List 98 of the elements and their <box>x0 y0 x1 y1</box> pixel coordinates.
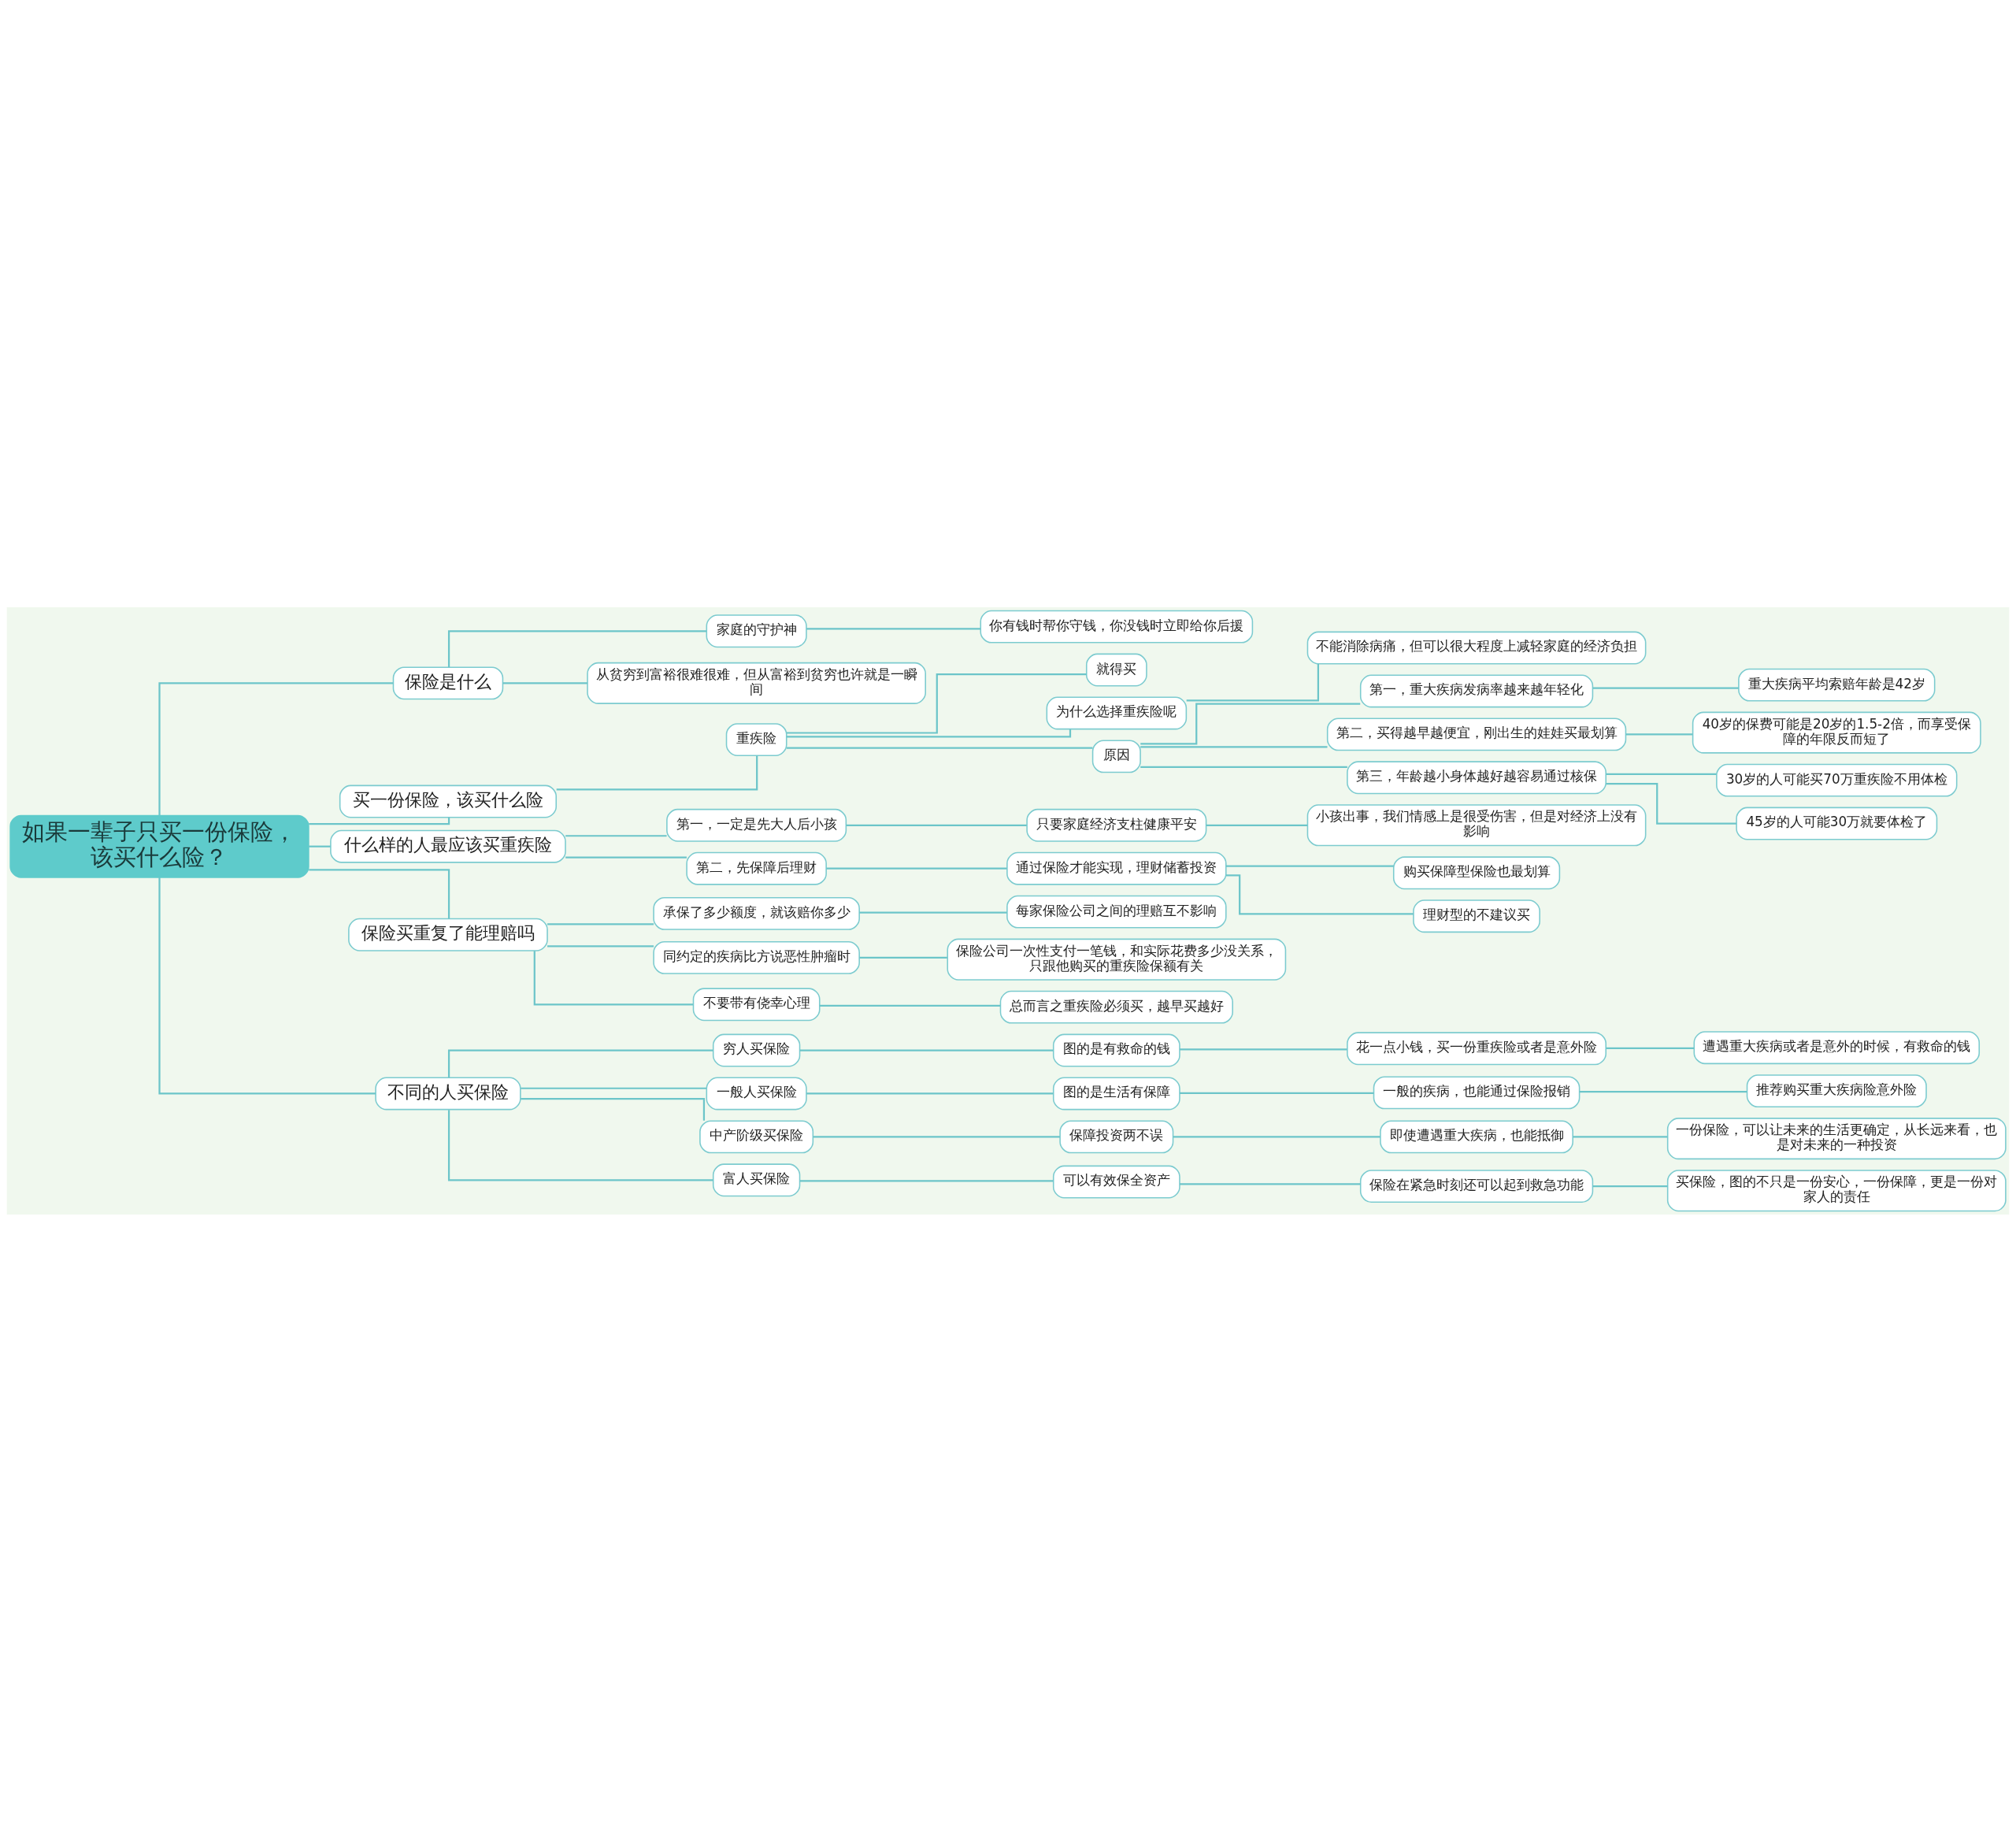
node-box: 保险买重复了能理赔吗 <box>348 918 548 951</box>
node-box: 保障投资两不误 <box>1059 1119 1174 1153</box>
node-box: 可以有效保全资产 <box>1052 1165 1180 1198</box>
connector <box>533 950 694 1005</box>
node-box: 重疾险 <box>725 722 788 756</box>
node-box: 只要家庭经济支柱健康平安 <box>1026 808 1207 842</box>
node-box: 第二，买得越早越便宜，刚出生的娃娃买最划算 <box>1326 717 1627 751</box>
node-box: 从贫穷到富裕很难很难，但从富裕到贫穷也许就是一瞬间 <box>587 662 926 704</box>
node-box: 如果一辈子只买一份保险，该买什么险？ <box>9 814 309 878</box>
connector <box>502 681 587 684</box>
connector <box>158 877 376 1095</box>
node-box: 不要带有侥幸心理 <box>692 987 821 1021</box>
node-box: 第一，重大疾病发病率越来越年轻化 <box>1359 674 1594 707</box>
node-box: 第三，年龄越小身体越好越容易通过核保 <box>1347 760 1606 794</box>
node-box: 小孩出事，我们情感上是很受伤害，但是对经济上没有影响 <box>1306 803 1647 846</box>
node-box: 45岁的人可能30万就要体检了 <box>1736 807 1938 840</box>
connector <box>447 629 706 667</box>
node-box: 穷人买保险 <box>712 1033 801 1066</box>
connector <box>1140 702 1361 744</box>
node-box: 40岁的保费可能是20岁的1.5-2倍，而享受保障的年限反而短了 <box>1692 711 1981 754</box>
connector <box>813 1135 1060 1137</box>
node-box: 什么样的人最应该买重疾险 <box>330 829 566 863</box>
node-box: 富人买保险 <box>712 1163 801 1196</box>
connector <box>859 911 1007 914</box>
node-box: 承保了多少额度，就该赔你多少 <box>653 896 860 930</box>
connector <box>1625 732 1693 735</box>
connector <box>447 1048 713 1077</box>
connector <box>1140 745 1328 748</box>
node-box: 图的是生活有保障 <box>1052 1077 1180 1110</box>
connector <box>547 944 654 947</box>
connector <box>565 834 667 836</box>
connector <box>1180 1048 1347 1051</box>
node-box: 图的是有救命的钱 <box>1052 1033 1180 1066</box>
node-box: 买一份保险，该买什么险 <box>339 784 557 818</box>
connector <box>819 1004 1001 1007</box>
node-box: 原因 <box>1091 739 1141 773</box>
node-box: 买保险，图的不只是一份安心，一份保障，更是一份对家人的责任 <box>1666 1169 2007 1211</box>
node-box: 中产阶级买保险 <box>699 1119 814 1153</box>
connector <box>1186 663 1319 702</box>
connector <box>826 867 1007 870</box>
node-box: 遭遇重大疾病或者是意外的时候，有救命的钱 <box>1693 1030 1981 1064</box>
node-box: 为什么选择重疾险呢 <box>1046 696 1188 729</box>
connector <box>799 1179 1054 1182</box>
node-box: 即使遭遇重大疾病，也能抵御 <box>1380 1119 1573 1153</box>
node-box: 总而言之重疾险必须买，越早买越好 <box>999 990 1233 1024</box>
connector <box>309 845 331 847</box>
node-box: 不能消除病痛，但可以很大程度上减轻家庭的经济负担 <box>1306 631 1647 664</box>
node-box: 家庭的守护神 <box>706 614 807 647</box>
node-box: 保险公司一次性支付一笔钱，和实际花费多少没关系，只跟他购买的重疾险保额有关 <box>947 938 1287 981</box>
connector <box>565 856 687 859</box>
node-box: 第一，一定是先大人后小孩 <box>666 808 847 842</box>
node-box: 就得买 <box>1085 653 1147 687</box>
connector <box>786 729 1072 737</box>
connector <box>1173 1135 1380 1137</box>
connector <box>1606 773 1717 775</box>
node-box: 同约定的疾病比方说恶性肿瘤时 <box>653 940 860 974</box>
node-box: 花一点小钱，买一份重疾险或者是意外险 <box>1347 1031 1606 1065</box>
node-box: 每家保险公司之间的理赔互不影响 <box>1006 895 1227 929</box>
connector <box>1140 766 1347 768</box>
node-box: 购买保障型保险也最划算 <box>1392 855 1561 889</box>
connector <box>1606 782 1736 825</box>
node-box: 一般人买保险 <box>706 1077 807 1110</box>
node-box: 一般的疾病，也能通过保险报销 <box>1373 1075 1581 1109</box>
node-box: 保险在紧急时刻还可以起到救急功能 <box>1359 1169 1594 1203</box>
node-box: 推荐购买重大疾病险意外险 <box>1746 1074 1927 1107</box>
node-box: 30岁的人可能买70万重疾险不用体检 <box>1716 763 1958 797</box>
connector <box>846 824 1027 826</box>
connector <box>786 747 1093 749</box>
connector <box>1579 1090 1747 1092</box>
node-box: 不同的人买保险 <box>375 1077 521 1110</box>
connector <box>1573 1135 1668 1137</box>
connector <box>556 755 758 791</box>
node-box: 第二，先保障后理财 <box>686 851 827 885</box>
connector <box>806 627 980 630</box>
connector <box>806 1092 1054 1095</box>
node-box: 重大疾病平均索赔年龄是42岁 <box>1738 668 1936 702</box>
node-box: 保险是什么 <box>392 666 504 699</box>
connector <box>787 673 1087 734</box>
connector <box>799 1048 1054 1051</box>
connector <box>1180 1092 1374 1094</box>
connector <box>521 1087 707 1089</box>
connector <box>447 1109 713 1181</box>
connector <box>158 681 394 815</box>
node-box: 理财型的不建议买 <box>1413 899 1540 933</box>
node-box: 一份保险，可以让未来的生活更确定，从长远来看，也是对未来的一种投资 <box>1666 1117 2007 1159</box>
connector <box>1592 1185 1668 1187</box>
connector <box>1206 824 1308 826</box>
connector <box>859 956 947 959</box>
node-box: 你有钱时帮你守钱，你没钱时立即给你后援 <box>980 610 1254 643</box>
connector <box>547 922 654 925</box>
connector <box>521 1097 706 1121</box>
connector <box>309 868 450 918</box>
connector <box>1592 686 1739 689</box>
connector <box>1225 865 1394 867</box>
connector <box>1180 1182 1361 1185</box>
connector <box>1225 873 1414 915</box>
connector <box>1606 1047 1695 1049</box>
node-box: 通过保险才能实现，理财储蓄投资 <box>1006 851 1227 885</box>
